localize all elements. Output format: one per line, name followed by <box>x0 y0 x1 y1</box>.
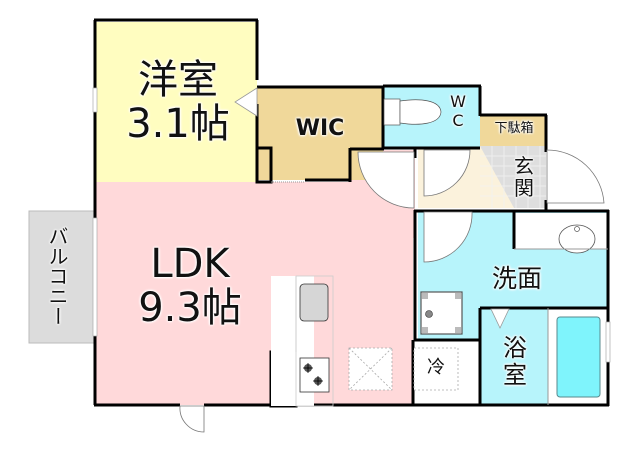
ldk-floor <box>95 150 415 405</box>
toilet[interactable] <box>383 98 442 126</box>
ldk-hall-door <box>357 151 415 209</box>
wc-door <box>423 149 471 197</box>
entrance-label-2: 関 <box>514 176 534 200</box>
wc-label-c: C <box>452 111 464 130</box>
appliance-space <box>348 347 393 391</box>
front-door <box>546 149 605 204</box>
thin-partitions <box>271 181 608 405</box>
entrance-label-1: 玄 <box>514 154 534 178</box>
wic-label: WIC <box>295 116 345 141</box>
balcony-label: バルコニー <box>45 226 69 326</box>
western-room-size: 3.1帖 <box>126 101 230 147</box>
bathroom-label-1: 浴 <box>503 334 527 362</box>
balcony-floor <box>28 210 95 344</box>
bath-window[interactable] <box>605 321 611 363</box>
fridge-space <box>413 347 459 391</box>
western-room-name: 洋室 <box>138 57 218 103</box>
washroom-door <box>423 211 473 263</box>
fridge-label: 冷 <box>427 357 445 378</box>
bathroom-label: 浴 室 <box>500 336 530 387</box>
kitchen-sink[interactable] <box>299 283 329 322</box>
balcony-window[interactable] <box>92 217 98 337</box>
bathroom-label-2: 室 <box>503 361 527 389</box>
bathroom-door-marker[interactable] <box>490 308 510 329</box>
kitchen-counter-right <box>295 275 334 407</box>
bathroom-floor <box>480 308 548 405</box>
sink-drain <box>574 226 580 232</box>
ldk-bottom-door <box>179 405 205 433</box>
ldk-name: LDK <box>150 241 230 287</box>
ldk-label: LDK 9.3帖 <box>130 244 250 328</box>
washroom-label: 洗面 <box>491 264 542 293</box>
gas-stove[interactable] <box>299 357 330 393</box>
washing-machine[interactable] <box>420 291 463 335</box>
entrance-label: 玄 関 <box>510 156 538 198</box>
entrance-floor <box>480 146 546 208</box>
ldk-size: 9.3帖 <box>138 285 242 331</box>
shoe-box-label: 下駄箱 <box>494 121 534 136</box>
sink-basin[interactable] <box>558 224 596 254</box>
wic-door-marker[interactable] <box>234 87 258 117</box>
entrance-tile-grid <box>480 146 546 208</box>
western-room-label: 洋室 3.1帖 <box>123 60 233 144</box>
shoe-box-floor <box>480 116 546 146</box>
bathtub[interactable] <box>556 316 601 398</box>
doors[interactable] <box>179 149 605 433</box>
wc-label-w: W <box>450 92 466 111</box>
western-room-floor <box>95 22 257 182</box>
west-window[interactable] <box>92 87 98 113</box>
wc-label: W C <box>448 94 468 129</box>
